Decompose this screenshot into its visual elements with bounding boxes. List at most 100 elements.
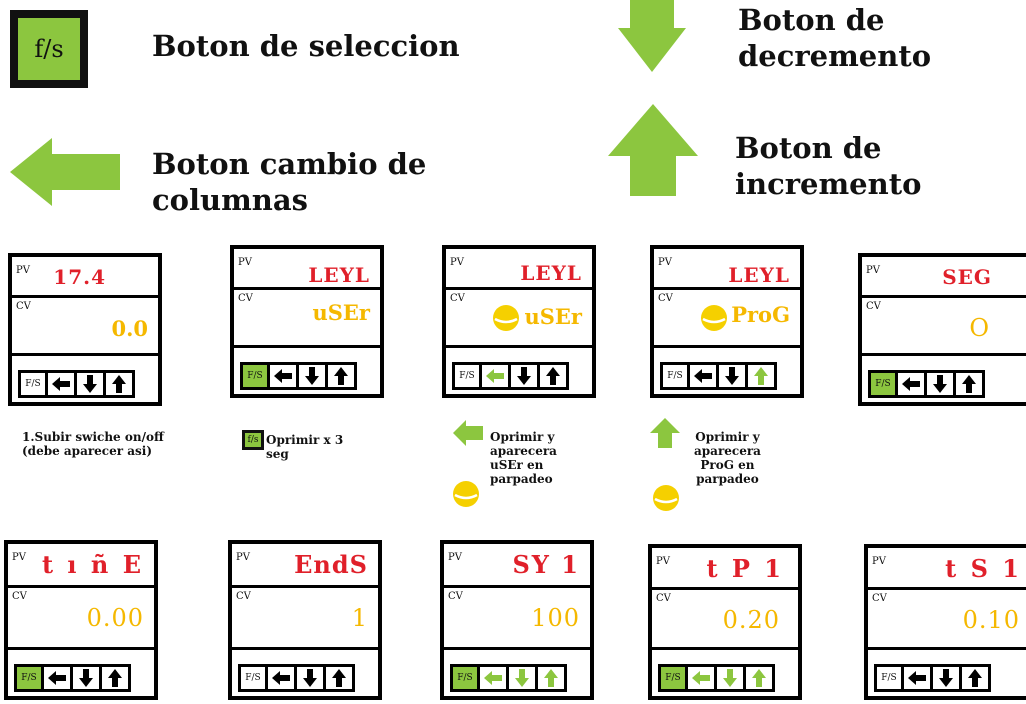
- fs-button[interactable]: F/S: [243, 365, 270, 387]
- left-arrow-icon: [273, 368, 293, 384]
- button-strip: F/S: [874, 664, 991, 692]
- left-arrow-button[interactable]: [482, 365, 511, 387]
- legend-column-change-label: Boton cambio de columnas: [152, 147, 427, 217]
- down-arrow-button[interactable]: [717, 667, 746, 689]
- left-arrow-icon: [483, 670, 503, 686]
- left-arrow-hint-icon: [453, 420, 483, 446]
- down-arrow-button[interactable]: [511, 365, 540, 387]
- cv-label: CV: [12, 591, 27, 602]
- down-arrow-icon: [304, 366, 320, 386]
- up-arrow-icon: [545, 366, 561, 386]
- caption-line: (debe aparecer asi): [22, 444, 153, 458]
- decrement-arrow-icon: [618, 0, 686, 72]
- up-arrow-button[interactable]: [540, 365, 566, 387]
- up-arrow-button[interactable]: [962, 667, 988, 689]
- cv-label: CV: [658, 293, 673, 304]
- fs-button[interactable]: F/S: [455, 365, 482, 387]
- fs-button[interactable]: F/S: [871, 373, 898, 395]
- left-arrow-button[interactable]: [44, 667, 73, 689]
- button-strip: F/S: [868, 370, 985, 398]
- cv-label: CV: [448, 591, 463, 602]
- up-arrow-button[interactable]: [106, 373, 132, 395]
- cv-value: uSEr: [524, 304, 582, 329]
- down-arrow-icon: [82, 374, 98, 394]
- pv-value: SY 1: [512, 550, 580, 579]
- caption-step-1: 1.Subir swiche on/off (debe aparecer asi…: [22, 430, 164, 458]
- down-arrow-button[interactable]: [933, 667, 962, 689]
- left-arrow-button[interactable]: [898, 373, 927, 395]
- cv-value: O: [969, 314, 990, 342]
- up-arrow-button[interactable]: [746, 667, 772, 689]
- down-arrow-button[interactable]: [297, 667, 326, 689]
- down-arrow-icon: [78, 668, 94, 688]
- up-arrow-button[interactable]: [748, 365, 774, 387]
- up-arrow-button[interactable]: [538, 667, 564, 689]
- up-arrow-icon: [111, 374, 127, 394]
- pv-label: PV: [658, 257, 672, 268]
- column-change-arrow-icon: [10, 138, 120, 206]
- up-arrow-button[interactable]: [102, 667, 128, 689]
- fs-selection-key-icon: f/s: [10, 10, 88, 88]
- left-arrow-button[interactable]: [48, 373, 77, 395]
- cv-value: 0.00: [86, 604, 144, 632]
- up-arrow-button[interactable]: [326, 667, 352, 689]
- up-arrow-button[interactable]: [956, 373, 982, 395]
- button-strip: F/S: [18, 370, 135, 398]
- left-arrow-button[interactable]: [688, 667, 717, 689]
- left-arrow-button[interactable]: [904, 667, 933, 689]
- left-arrow-button[interactable]: [270, 365, 299, 387]
- left-arrow-icon: [691, 670, 711, 686]
- caption-line: aparecera: [694, 444, 761, 458]
- fs-button[interactable]: F/S: [661, 667, 688, 689]
- pv-value: t P 1: [706, 554, 784, 583]
- cv-label: CV: [236, 591, 251, 602]
- left-arrow-button[interactable]: [268, 667, 297, 689]
- up-arrow-icon: [331, 668, 347, 688]
- fs-button[interactable]: F/S: [877, 667, 904, 689]
- down-arrow-button[interactable]: [77, 373, 106, 395]
- fs-button[interactable]: F/S: [663, 365, 690, 387]
- fs-button[interactable]: F/S: [241, 667, 268, 689]
- fs-button[interactable]: F/S: [21, 373, 48, 395]
- button-strip: F/S: [238, 664, 355, 692]
- up-arrow-icon: [967, 668, 983, 688]
- up-arrow-button[interactable]: [328, 365, 354, 387]
- fs-button[interactable]: F/S: [453, 667, 480, 689]
- caption-line: parpadeo: [696, 472, 759, 486]
- left-arrow-button[interactable]: [690, 365, 719, 387]
- up-arrow-icon: [107, 668, 123, 688]
- down-arrow-button[interactable]: [719, 365, 748, 387]
- button-strip: F/S: [660, 362, 777, 390]
- pv-label: PV: [872, 556, 886, 567]
- cv-label: CV: [16, 301, 31, 312]
- down-arrow-button[interactable]: [299, 365, 328, 387]
- fs-button[interactable]: F/S: [17, 667, 44, 689]
- left-arrow-icon: [271, 670, 291, 686]
- caption-line: aparecera: [490, 444, 557, 458]
- up-arrow-hint-icon: [650, 418, 680, 448]
- left-arrow-icon: [47, 670, 67, 686]
- left-arrow-button[interactable]: [480, 667, 509, 689]
- fs-key-label: f/s: [18, 18, 80, 80]
- pv-label: PV: [236, 552, 250, 563]
- up-arrow-icon: [751, 668, 767, 688]
- down-arrow-button[interactable]: [927, 373, 956, 395]
- caption-line: Oprimir y: [490, 430, 555, 444]
- cv-value: uSEr: [312, 300, 370, 325]
- up-arrow-icon: [753, 366, 769, 386]
- cv-value: 0.10: [962, 606, 1020, 634]
- down-arrow-icon: [302, 668, 318, 688]
- down-arrow-button[interactable]: [509, 667, 538, 689]
- up-arrow-icon: [543, 668, 559, 688]
- pv-label: PV: [448, 552, 462, 563]
- caption-line: uSEr en: [490, 458, 544, 472]
- down-arrow-button[interactable]: [73, 667, 102, 689]
